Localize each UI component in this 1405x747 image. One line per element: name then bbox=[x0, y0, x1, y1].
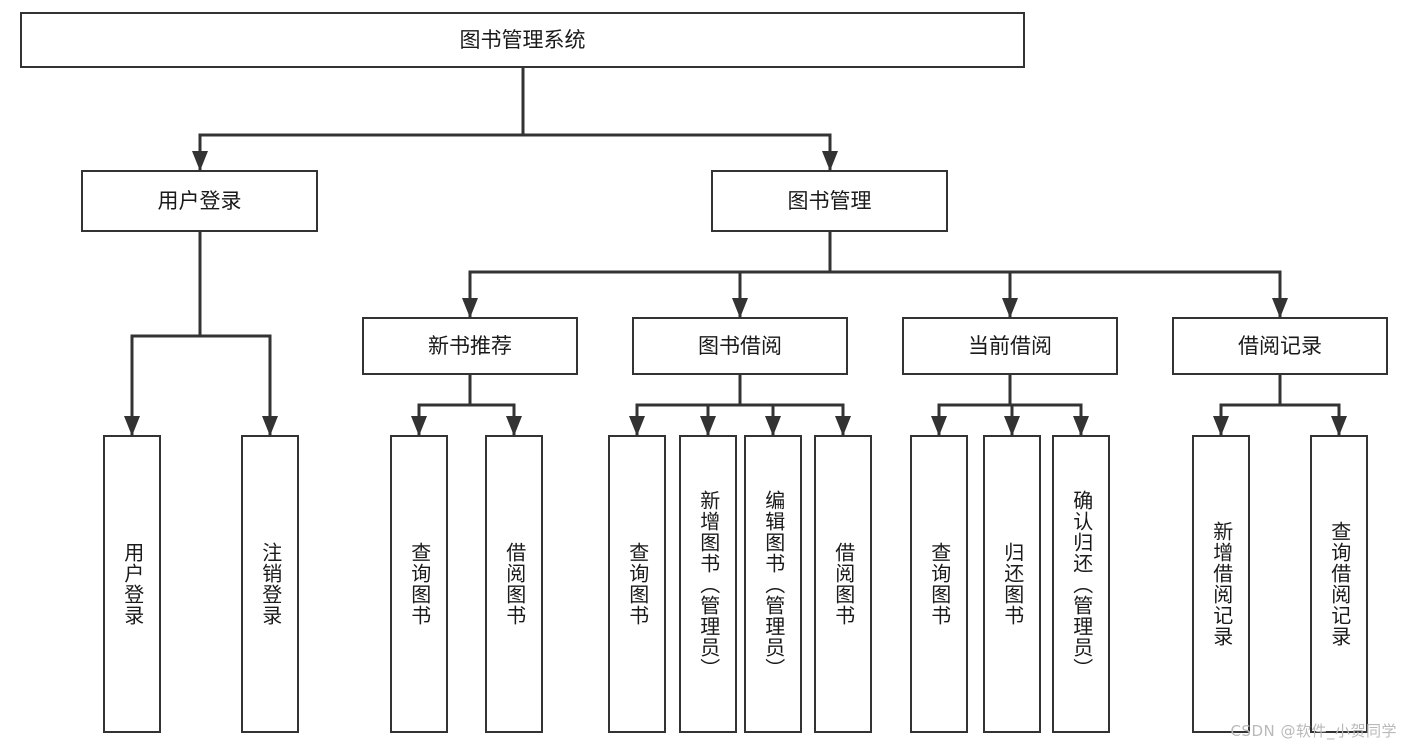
node-label: 新增借阅记录 bbox=[1209, 521, 1234, 647]
connector-arrowhead bbox=[732, 298, 748, 318]
node-label: 借阅图书 bbox=[831, 542, 856, 626]
node-label: 编辑图书（管理员） bbox=[761, 489, 786, 679]
node-label: 用户登录 bbox=[157, 188, 242, 213]
node-label: 新书推荐 bbox=[428, 333, 512, 358]
leaf-node: 借阅图书 bbox=[814, 435, 872, 733]
branch-node: 用户登录 bbox=[81, 170, 318, 232]
node-label: 查询图书 bbox=[407, 542, 432, 626]
connector-arrowhead bbox=[192, 151, 208, 171]
connector-arrowhead bbox=[124, 416, 140, 436]
branch-node: 图书管理 bbox=[711, 170, 948, 232]
connector-arrowhead bbox=[835, 416, 851, 436]
connector-arrowhead bbox=[1004, 416, 1020, 436]
node-label: 当前借阅 bbox=[968, 333, 1052, 358]
node-label: 图书管理系统 bbox=[459, 27, 586, 52]
leaf-node: 确认归还（管理员） bbox=[1052, 435, 1110, 733]
connector-arrowhead bbox=[262, 416, 278, 436]
connector-arrowhead bbox=[700, 416, 716, 436]
leaf-node: 编辑图书（管理员） bbox=[744, 435, 802, 733]
connector-arrowhead bbox=[1073, 416, 1089, 436]
node-label: 归还图书 bbox=[1000, 542, 1025, 626]
leaf-node: 查询图书 bbox=[910, 435, 968, 733]
node-label: 新增图书（管理员） bbox=[696, 489, 721, 679]
connector-arrowhead bbox=[931, 416, 947, 436]
branch-node: 当前借阅 bbox=[902, 317, 1118, 375]
connector-arrowhead bbox=[1213, 416, 1229, 436]
node-label: 查询借阅记录 bbox=[1327, 521, 1352, 647]
node-label: 图书借阅 bbox=[698, 333, 782, 358]
branch-node: 图书借阅 bbox=[632, 317, 848, 375]
connector-arrowhead bbox=[822, 151, 838, 171]
watermark: CSDN @软件_小贺同学 bbox=[1230, 722, 1397, 740]
node-label: 用户登录 bbox=[120, 542, 145, 626]
node-label: 查询图书 bbox=[927, 542, 952, 626]
leaf-node: 新增借阅记录 bbox=[1192, 435, 1250, 733]
node-label: 借阅图书 bbox=[502, 542, 527, 626]
leaf-node: 归还图书 bbox=[983, 435, 1041, 733]
node-label: 查询图书 bbox=[625, 542, 650, 626]
leaf-node: 用户登录 bbox=[103, 435, 161, 733]
leaf-node: 查询图书 bbox=[390, 435, 448, 733]
connector-arrowhead bbox=[1331, 416, 1347, 436]
connector-arrowhead bbox=[629, 416, 645, 436]
connector-arrowhead bbox=[462, 298, 478, 318]
connector-arrowhead bbox=[1272, 298, 1288, 318]
node-label: 注销登录 bbox=[258, 542, 283, 626]
connector-arrowhead bbox=[506, 416, 522, 436]
connector-arrowhead bbox=[765, 416, 781, 436]
node-label: 确认归还（管理员） bbox=[1069, 489, 1094, 679]
branch-node: 新书推荐 bbox=[362, 317, 578, 375]
connector-arrowhead bbox=[1002, 298, 1018, 318]
leaf-node: 注销登录 bbox=[241, 435, 299, 733]
leaf-node: 查询图书 bbox=[608, 435, 666, 733]
leaf-node: 查询借阅记录 bbox=[1310, 435, 1368, 733]
node-label: 借阅记录 bbox=[1238, 333, 1322, 358]
branch-node: 借阅记录 bbox=[1172, 317, 1388, 375]
node-label: 图书管理 bbox=[787, 188, 872, 213]
connector-arrowhead bbox=[411, 416, 427, 436]
leaf-node: 借阅图书 bbox=[485, 435, 543, 733]
leaf-node: 新增图书（管理员） bbox=[679, 435, 737, 733]
root-node: 图书管理系统 bbox=[20, 12, 1025, 68]
